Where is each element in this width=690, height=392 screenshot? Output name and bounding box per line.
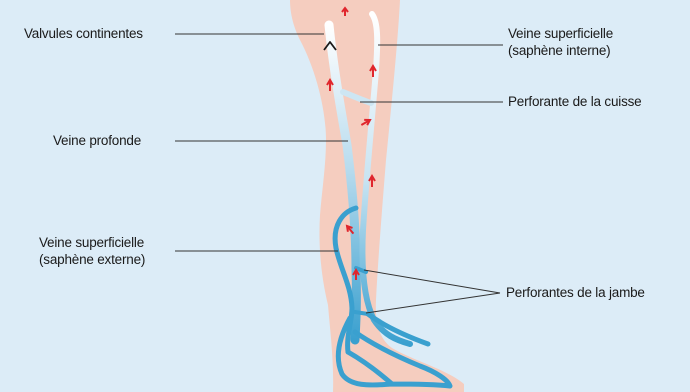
label-deep-vein: Veine profonde (53, 132, 141, 149)
label-thigh-perforator: Perforante de la cuisse (508, 93, 641, 110)
label-superficial-external-line2: (saphène externe) (39, 252, 145, 267)
label-valves: Valvules continentes (24, 25, 143, 42)
label-leg-perforators: Perforantes de la jambe (506, 284, 645, 301)
leader-line-leg-perforator-upper (364, 270, 500, 293)
label-superficial-external-line1: Veine superficielle (39, 235, 144, 250)
label-superficial-internal-line2: (saphène interne) (508, 43, 610, 58)
label-superficial-internal: Veine superficielle (saphène interne) (508, 25, 613, 59)
label-superficial-external: Veine superficielle (saphène externe) (39, 234, 145, 268)
label-superficial-internal-line1: Veine superficielle (508, 26, 613, 41)
leader-line-leg-perforator-lower (366, 293, 500, 313)
